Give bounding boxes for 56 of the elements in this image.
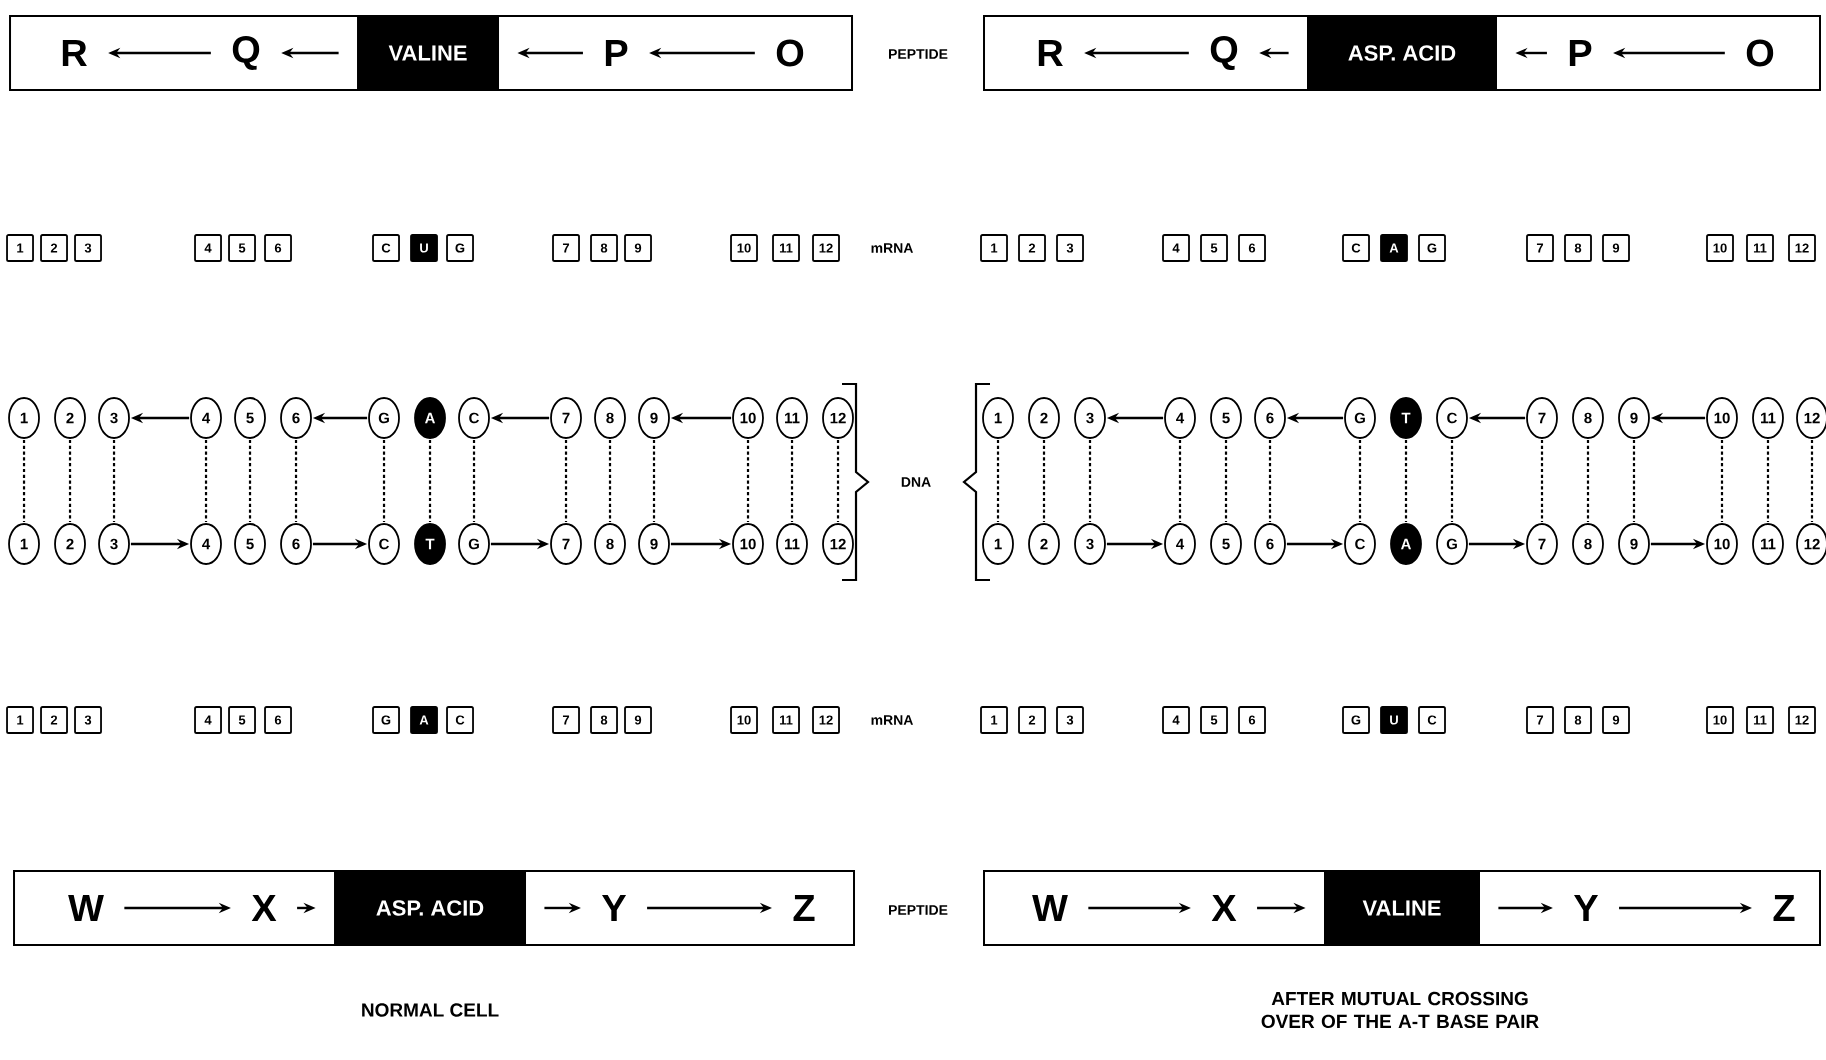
base-pair-line: [1450, 439, 1454, 523]
caption: AFTER MUTUAL CROSSING OVER OF THE A-T BASE PAIR: [1261, 991, 1539, 1029]
base-pair-line: [382, 439, 386, 523]
amino-acid-letter: Q: [1210, 36, 1238, 70]
base-pair-line: [1268, 439, 1272, 523]
base-pair-line: [608, 439, 612, 523]
base-pair-line: [204, 439, 208, 523]
base-pair-line: [1224, 439, 1228, 523]
base-pair-line: [1766, 439, 1770, 523]
amino-acid-box: VALINE: [357, 16, 499, 90]
amino-acid-letter: Y: [1574, 894, 1599, 922]
amino-acid-letter: X: [1211, 894, 1237, 922]
amino-acid-letter: W: [68, 894, 104, 922]
base-pair-line: [1404, 439, 1408, 523]
base-pair-line: [996, 439, 1000, 523]
peptide-box: [983, 15, 1821, 91]
base-pair-line: [428, 439, 432, 523]
base-pair-line: [1586, 439, 1590, 523]
amino-acid-letter: X: [251, 894, 277, 922]
base-pair-line: [1540, 439, 1544, 523]
amino-acid-box: VALINE: [1324, 871, 1480, 945]
amino-acid-letter: Y: [602, 894, 627, 922]
base-pair-line: [1042, 439, 1046, 523]
base-pair-line: [112, 439, 116, 523]
base-pair-line: [790, 439, 794, 523]
base-pair-line: [836, 439, 840, 523]
peptide-box: [13, 870, 855, 946]
amino-acid-letter: R: [1038, 39, 1063, 67]
base-pair-line: [1720, 439, 1724, 523]
amino-acid-letter: P: [605, 39, 628, 67]
amino-acid-letter: W: [1032, 894, 1068, 922]
base-pair-line: [564, 439, 568, 523]
peptide-box: [983, 870, 1821, 946]
amino-acid-box: ASP. ACID: [1307, 16, 1497, 90]
base-pair-line: [294, 439, 298, 523]
amino-acid-letter: Z: [793, 894, 815, 922]
base-pair-line: [68, 439, 72, 523]
base-pair-line: [1178, 439, 1182, 523]
base-pair-line: [1358, 439, 1362, 523]
base-pair-line: [1810, 439, 1814, 523]
caption: NORMAL CELL: [362, 1003, 499, 1017]
amino-acid-letter: Z: [1773, 894, 1795, 922]
base-pair-line: [746, 439, 750, 523]
amino-acid-letter: R: [62, 39, 87, 67]
base-pair-line: [472, 439, 476, 523]
amino-acid-letter: O: [1746, 39, 1774, 67]
peptide-box: [9, 15, 853, 91]
base-pair-line: [1088, 439, 1092, 523]
amino-acid-letter: P: [1569, 39, 1592, 67]
base-pair-line: [652, 439, 656, 523]
amino-acid-letter: O: [776, 39, 804, 67]
base-pair-line: [248, 439, 252, 523]
base-pair-line: [22, 439, 26, 523]
base-pair-line: [1632, 439, 1636, 523]
amino-acid-box: ASP. ACID: [334, 871, 526, 945]
amino-acid-letter: Q: [232, 36, 260, 70]
